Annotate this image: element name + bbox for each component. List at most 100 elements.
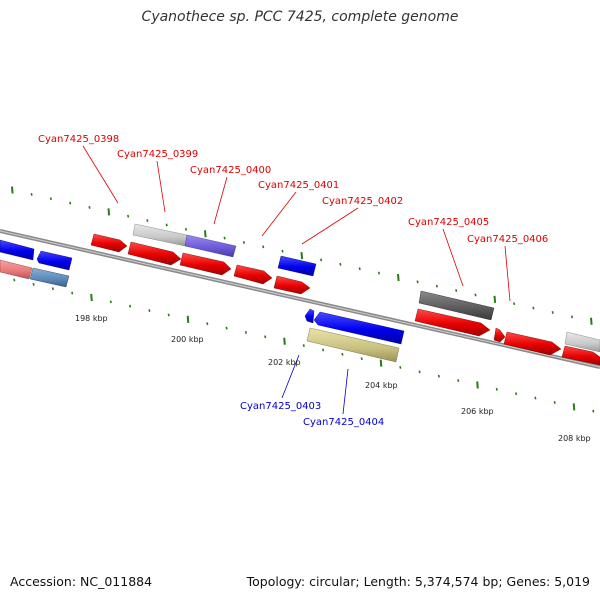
minor-tick xyxy=(399,366,402,369)
gene-label[interactable]: Cyan7425_0398 xyxy=(38,134,119,145)
minor-tick xyxy=(339,262,342,266)
minor-tick xyxy=(225,326,228,330)
minor-tick xyxy=(13,278,16,282)
major-tick xyxy=(379,359,383,367)
gene-box xyxy=(418,290,495,321)
major-tick xyxy=(300,252,304,260)
minor-tick xyxy=(281,249,284,253)
upper-tick-track xyxy=(11,186,593,325)
minor-tick xyxy=(264,335,267,339)
gene-label[interactable]: Cyan7425_0402 xyxy=(322,196,403,207)
gene-glyphs xyxy=(0,223,600,366)
minor-tick xyxy=(495,387,498,391)
gene-arrow-forward xyxy=(493,327,506,343)
minor-tick xyxy=(553,401,556,404)
major-tick xyxy=(397,273,400,282)
major-tick xyxy=(476,381,479,389)
scale-label: 198 kbp xyxy=(75,314,108,323)
minor-tick xyxy=(88,206,91,209)
gene-arrow-forward xyxy=(503,331,562,356)
minor-tick xyxy=(244,331,247,334)
scale-label: 200 kbp xyxy=(171,335,204,344)
minor-tick xyxy=(223,236,226,240)
minor-tick xyxy=(474,293,477,297)
minor-tick xyxy=(437,374,440,378)
major-tick xyxy=(493,295,497,303)
minor-tick xyxy=(242,241,245,244)
scale-label: 208 kbp xyxy=(558,434,591,443)
minor-tick xyxy=(534,396,537,400)
gene-labels: Cyan7425_0398 Cyan7425_0399 Cyan7425_040… xyxy=(38,134,548,428)
genome-backbone xyxy=(0,229,600,369)
minor-tick xyxy=(262,245,265,249)
major-tick xyxy=(283,337,286,345)
gene-label[interactable]: Cyan7425_0399 xyxy=(117,149,198,160)
minor-tick xyxy=(455,289,458,293)
gene-arrow-reverse xyxy=(304,308,315,324)
genome-info-text: Topology: circular; Length: 5,374,574 bp… xyxy=(246,574,590,589)
major-tick xyxy=(590,317,593,325)
page-title: Cyanothece sp. PCC 7425, complete genome xyxy=(141,9,459,25)
label-leaders xyxy=(82,145,511,415)
minor-tick xyxy=(167,313,170,317)
scale-label: 202 kbp xyxy=(268,358,301,367)
minor-tick xyxy=(49,197,52,201)
gene-box xyxy=(564,331,600,353)
gene-box xyxy=(184,234,237,258)
gene-arrow-forward xyxy=(90,233,128,253)
gene-box xyxy=(277,255,317,277)
minor-tick xyxy=(51,287,54,291)
minor-tick xyxy=(129,304,132,308)
minor-tick xyxy=(148,309,151,313)
gene-arrow-reverse xyxy=(313,311,405,345)
gene-arrow-forward xyxy=(233,264,273,285)
minor-tick xyxy=(592,409,595,413)
gene-arrow-forward xyxy=(561,345,600,366)
minor-tick xyxy=(302,344,305,348)
minor-tick xyxy=(358,267,361,271)
gene-arrow-forward xyxy=(273,275,311,295)
major-tick xyxy=(107,208,111,216)
gene-arrow-reverse xyxy=(36,250,73,271)
minor-tick xyxy=(69,201,72,205)
gene-box xyxy=(132,223,188,247)
gene-arrow-forward xyxy=(127,241,182,266)
minor-tick xyxy=(360,357,363,361)
gene-label[interactable]: Cyan7425_0404 xyxy=(303,417,384,428)
gene-label[interactable]: Cyan7425_0401 xyxy=(258,180,339,191)
gene-arrow-forward xyxy=(414,308,491,337)
major-tick xyxy=(572,403,576,411)
minor-tick xyxy=(341,352,344,356)
gene-box xyxy=(0,259,33,280)
lower-tick-track xyxy=(13,278,595,413)
minor-tick xyxy=(435,284,438,288)
minor-tick xyxy=(206,322,209,326)
major-tick xyxy=(90,293,93,302)
gene-label[interactable]: Cyan7425_0405 xyxy=(408,217,489,228)
major-tick xyxy=(11,186,14,194)
minor-tick xyxy=(71,291,74,295)
minor-tick xyxy=(570,315,574,319)
minor-tick xyxy=(377,271,381,275)
minor-tick xyxy=(416,280,419,284)
gene-arrow-reverse xyxy=(0,239,35,261)
scale-label: 206 kbp xyxy=(461,407,494,416)
scale-labels: 198 kbp 200 kbp 202 kbp 204 kbp 206 kbp … xyxy=(75,314,591,443)
gene-label[interactable]: Cyan7425_0403 xyxy=(240,401,321,412)
minor-tick xyxy=(551,311,554,314)
minor-tick xyxy=(184,227,188,231)
gene-box xyxy=(29,267,70,288)
major-tick xyxy=(204,230,207,238)
gene-label[interactable]: Cyan7425_0400 xyxy=(190,165,271,176)
minor-tick xyxy=(146,219,149,223)
major-tick xyxy=(186,315,190,323)
minor-tick xyxy=(515,392,518,396)
minor-tick xyxy=(322,348,325,352)
minor-tick xyxy=(165,223,168,227)
scale-label: 204 kbp xyxy=(365,381,398,390)
minor-tick xyxy=(30,192,33,196)
gene-label[interactable]: Cyan7425_0406 xyxy=(467,234,548,245)
minor-tick xyxy=(32,282,35,286)
minor-tick xyxy=(127,214,130,218)
